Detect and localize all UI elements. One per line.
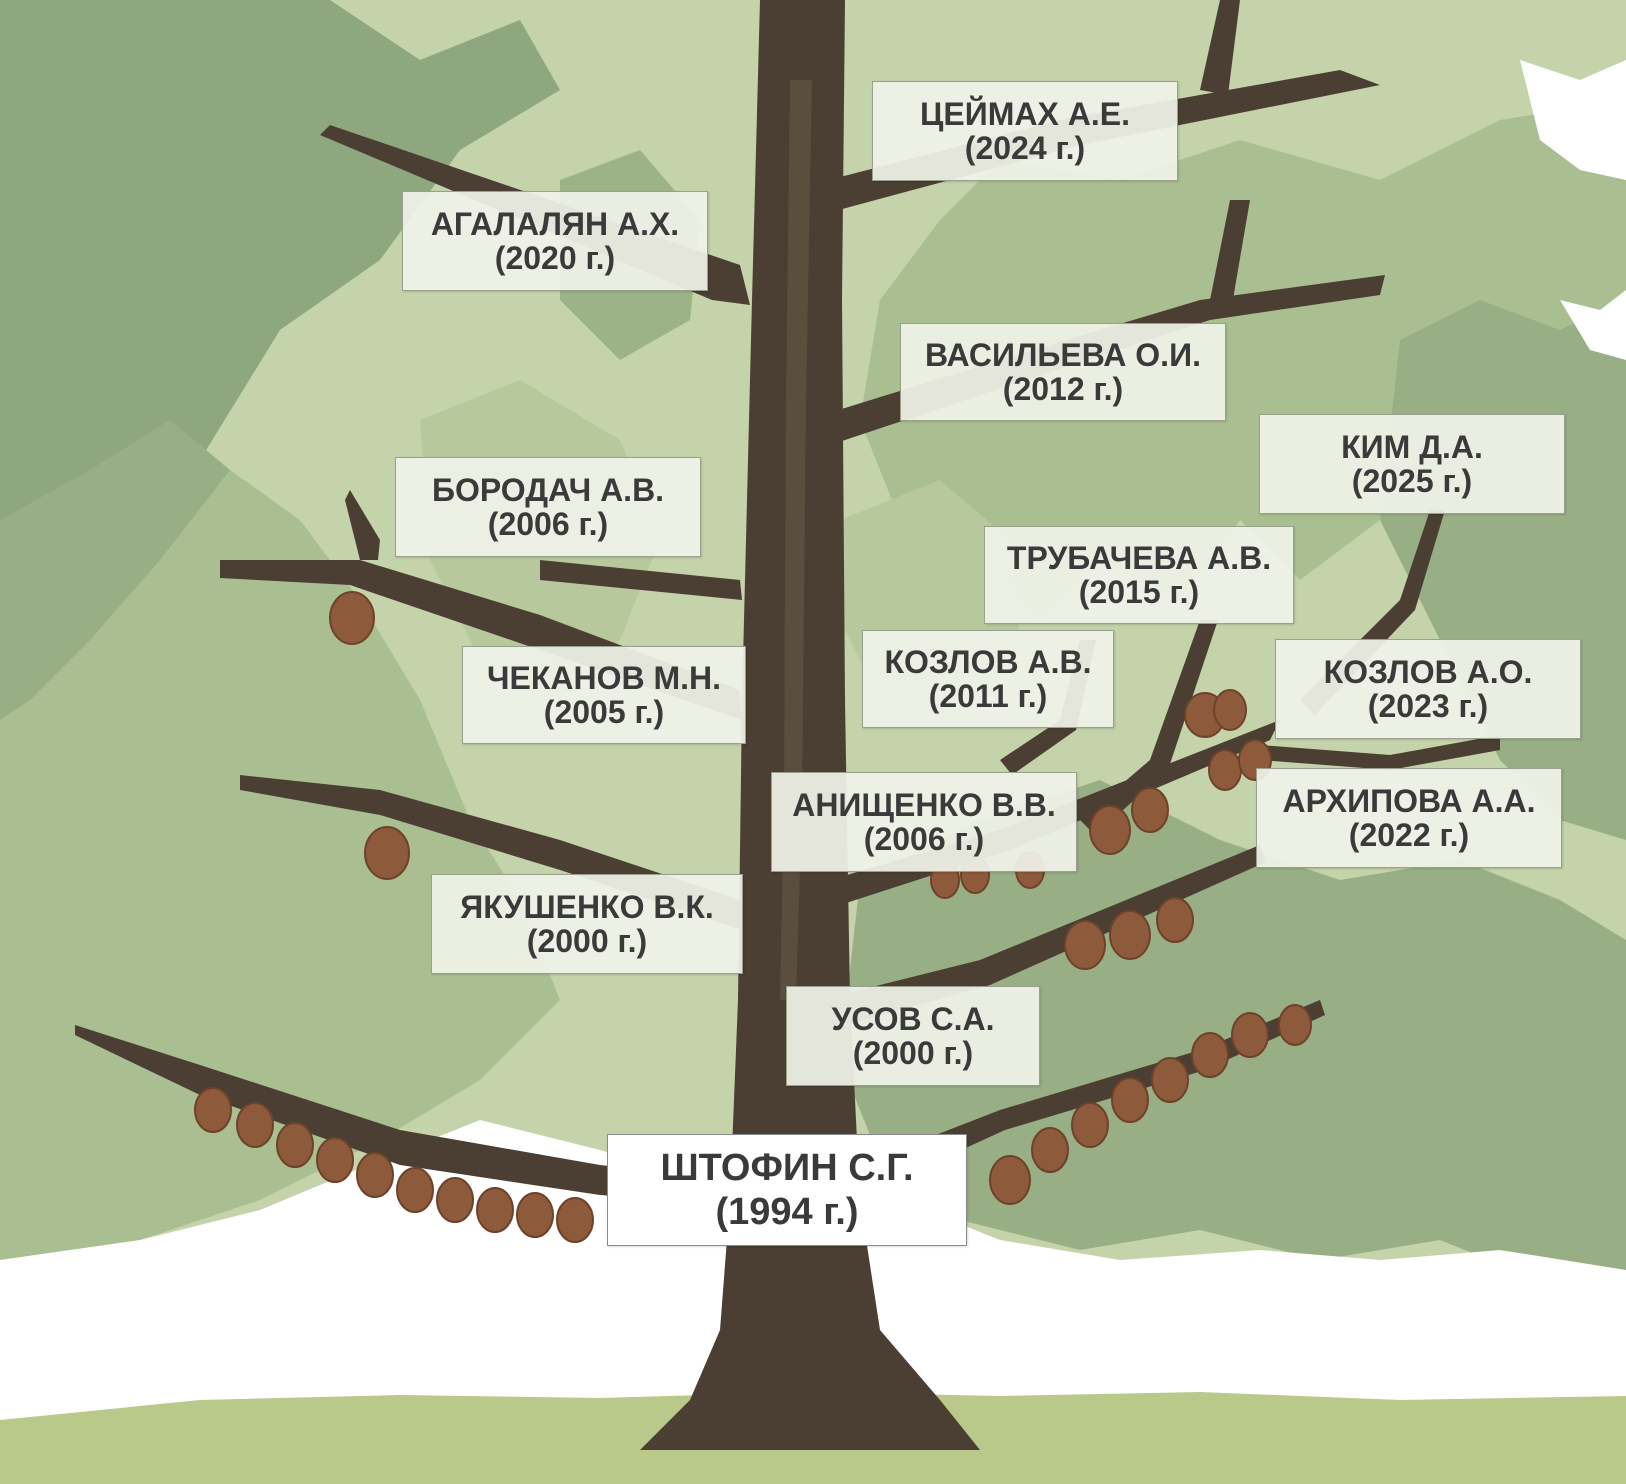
member-name: АРХИПОВА А.А. (1282, 783, 1536, 819)
trunk-highlight (780, 80, 812, 1000)
member-year: (2024 г.) (964, 130, 1086, 166)
member-name: ЯКУШЕНКО В.К. (460, 889, 714, 925)
member-year: (2025 г.) (1351, 463, 1473, 499)
member-name: АГАЛАЛЯН А.Х. (430, 206, 680, 242)
member-name: ЦЕЙМАХ А.Е. (920, 96, 1130, 132)
trunk (640, 0, 980, 1450)
member-label-yakushenko: ЯКУШЕНКО В.К. (2000 г.) (431, 874, 743, 974)
member-label-vasilyeva: ВАСИЛЬЕВА О.И. (2012 г.) (900, 323, 1226, 421)
member-year: (2012 г.) (1002, 371, 1124, 407)
member-name: УСОВ С.А. (831, 1001, 995, 1037)
member-name: АНИЩЕНКО В.В. (792, 787, 1056, 823)
member-label-tseymakh: ЦЕЙМАХ А.Е. (2024 г.) (872, 81, 1178, 181)
member-year: (2011 г.) (928, 678, 1048, 714)
member-year: (2006 г.) (487, 506, 609, 542)
member-year: (2023 г.) (1367, 688, 1489, 724)
member-year: (2000 г.) (526, 923, 648, 959)
member-name: ТРУБАЧЕВА А.В. (1006, 540, 1272, 576)
member-label-anishchenko: АНИЩЕНКО В.В. (2006 г.) (771, 772, 1077, 872)
member-year: (2020 г.) (494, 240, 616, 276)
member-name: ЧЕКАНОВ М.Н. (486, 660, 721, 696)
member-label-kim: КИМ Д.А. (2025 г.) (1259, 414, 1565, 514)
root-year: (1994 г.) (715, 1191, 859, 1233)
pine-cones (194, 591, 1312, 1243)
member-year: (2006 г.) (863, 821, 985, 857)
member-name: КОЗЛОВ А.В. (884, 644, 1092, 680)
member-label-kozlov-av: КОЗЛОВ А.В. (2011 г.) (862, 630, 1114, 728)
member-label-agalalyan: АГАЛАЛЯН А.Х. (2020 г.) (402, 191, 708, 291)
member-year: (2000 г.) (852, 1035, 974, 1071)
member-year: (2022 г.) (1348, 817, 1470, 853)
root-name: ШТОФИН С.Г. (660, 1147, 914, 1189)
member-label-usov: УСОВ С.А. (2000 г.) (786, 986, 1040, 1086)
member-year: (2005 г.) (543, 694, 665, 730)
member-label-borodach: БОРОДАЧ А.В. (2006 г.) (395, 457, 701, 557)
member-name: КИМ Д.А. (1341, 429, 1483, 465)
member-label-arkhipova: АРХИПОВА А.А. (2022 г.) (1256, 768, 1562, 868)
member-label-trubacheva: ТРУБАЧЕВА А.В. (2015 г.) (984, 526, 1294, 624)
member-name: ВАСИЛЬЕВА О.И. (925, 337, 1201, 373)
member-name: БОРОДАЧ А.В. (431, 472, 665, 508)
member-name: КОЗЛОВ А.О. (1323, 654, 1533, 690)
member-year: (2015 г.) (1078, 574, 1200, 610)
member-label-kozlov-ao: КОЗЛОВ А.О. (2023 г.) (1275, 639, 1581, 739)
member-label-chekanov: ЧЕКАНОВ М.Н. (2005 г.) (462, 646, 746, 744)
root-label-shtofin: ШТОФИН С.Г. (1994 г.) (607, 1134, 967, 1246)
